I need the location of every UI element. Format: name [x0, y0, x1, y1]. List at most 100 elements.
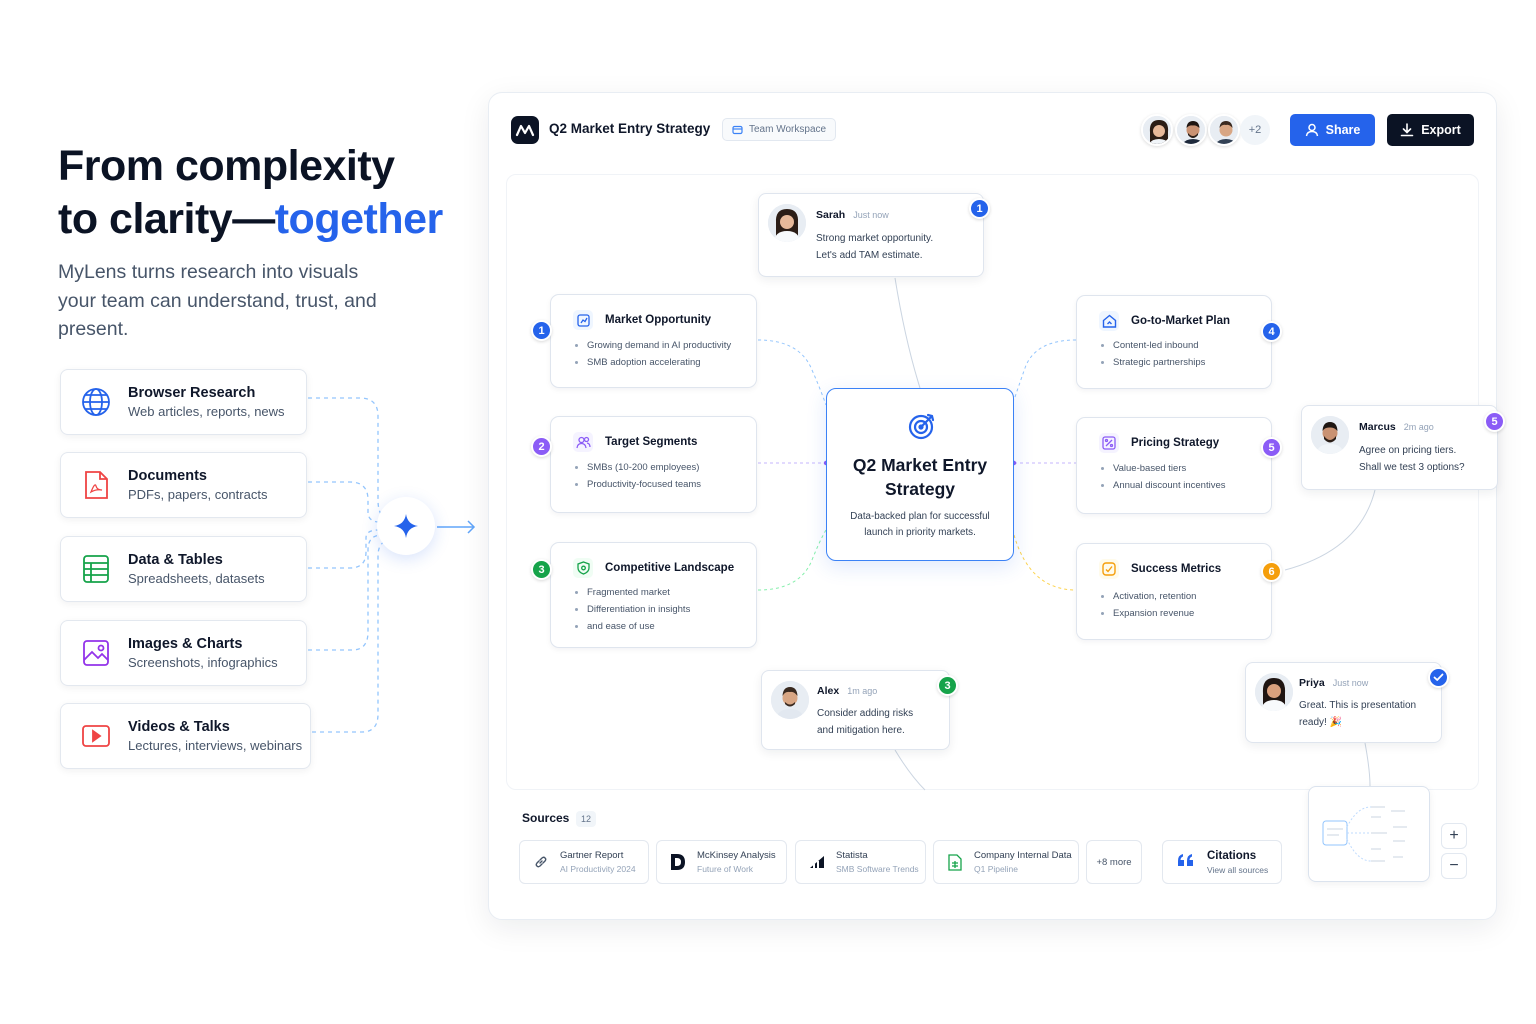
sparkle-icon [394, 514, 418, 538]
node-title: Pricing Strategy [1131, 437, 1220, 449]
download-icon [1400, 123, 1414, 137]
node-success-metrics[interactable]: Success Metrics Activation, retention Ex… [1076, 543, 1272, 640]
source-type-title: Videos & Talks [128, 719, 230, 735]
image-icon [81, 638, 111, 668]
node-bullet: Content-led inbound [1101, 337, 1205, 354]
comment-text: Agree on pricing tiers.Shall we test 3 o… [1359, 445, 1465, 473]
export-button[interactable]: Export [1387, 114, 1474, 146]
users-icon [573, 432, 593, 452]
spreadsheet-icon [81, 554, 111, 584]
node-bullet: Annual discount incentives [1101, 477, 1226, 494]
node-bullet-continued: and ease of use [575, 618, 690, 635]
zoom-in-button[interactable]: + [1441, 823, 1467, 849]
sources-count: 12 [576, 811, 596, 827]
avatar-marcus [1311, 416, 1349, 454]
node-bullets: SMBs (10-200 employees) Productivity-foc… [575, 459, 701, 493]
avatar-priya [1255, 673, 1293, 711]
mckinsey-logo-icon [667, 851, 689, 873]
user-icon [1305, 123, 1318, 137]
center-node-desc: Data-backed plan for successful launch i… [850, 511, 990, 538]
source-internal-data[interactable]: Company Internal Data Q1 Pipeline [933, 840, 1079, 884]
more-sources-button[interactable]: +8 more [1086, 840, 1142, 884]
avatar-member-3[interactable] [1208, 114, 1240, 146]
node-title: Go-to-Market Plan [1131, 315, 1231, 327]
node-go-to-market[interactable]: Go-to-Market Plan Content-led inbound St… [1076, 295, 1272, 389]
hero-title-line1: From complexity [58, 142, 395, 190]
node-badge-2: 2 [531, 436, 552, 457]
comment-badge-1: 1 [969, 198, 990, 219]
doc-title[interactable]: Q2 Market Entry Strategy [549, 121, 711, 136]
node-bullet: SMB adoption accelerating [575, 354, 731, 371]
shield-icon [573, 558, 593, 578]
node-bullets: Fragmented market Differentiation in ins… [575, 584, 690, 635]
node-bullet: Growing demand in AI productivity [575, 337, 731, 354]
workspace-label: Team Workspace [749, 124, 827, 135]
source-sub: Future of Work [697, 864, 754, 874]
video-icon [81, 721, 111, 751]
citations-title: Citations [1207, 849, 1257, 862]
workspace-chip[interactable]: Team Workspace [722, 118, 837, 141]
node-pricing-strategy[interactable]: Pricing Strategy Value-based tiers Annua… [1076, 417, 1272, 514]
node-bullets: Growing demand in AI productivity SMB ad… [575, 337, 731, 371]
comment-text: Strong market opportunity.Let's add TAM … [816, 233, 934, 261]
citations-sub: View all sources [1207, 864, 1269, 875]
sheet-file-icon [944, 851, 966, 873]
node-competitive-landscape[interactable]: Competitive Landscape Fragmented market … [550, 542, 757, 648]
node-badge-6: 6 [1261, 561, 1282, 582]
comment-badge-5: 5 [1484, 411, 1505, 432]
avatar-member-1[interactable] [1141, 114, 1173, 146]
node-bullets: Value-based tiers Annual discount incent… [1101, 460, 1226, 494]
source-sub: Q1 Pipeline [974, 864, 1018, 874]
node-title: Target Segments [605, 436, 698, 448]
node-bullet: Activation, retention [1101, 588, 1196, 605]
minimap-preview [1322, 806, 1407, 862]
node-badge-5: 5 [1261, 437, 1282, 458]
resolved-check-badge[interactable] [1428, 667, 1449, 688]
share-button[interactable]: Share [1290, 114, 1375, 146]
source-title: McKinsey Analysis [697, 850, 776, 861]
node-bullet: Differentiation in insights [575, 601, 690, 618]
source-type-title: Images & Charts [128, 636, 243, 652]
avatar-sarah [768, 204, 806, 242]
avatar-member-2[interactable] [1175, 114, 1207, 146]
check-icon [1433, 673, 1444, 681]
export-label: Export [1421, 123, 1461, 137]
zoom-out-button[interactable]: − [1441, 853, 1467, 879]
extra-members-count[interactable]: +2 [1240, 115, 1270, 145]
source-type-desc: PDFs, papers, contracts [128, 487, 268, 502]
hero-title-prefix: to clarity— [58, 195, 275, 243]
node-market-opportunity[interactable]: Market Opportunity Growing demand in AI … [550, 294, 757, 388]
globe-icon [81, 387, 111, 417]
home-icon [1099, 311, 1119, 331]
ai-sparkle-button[interactable] [377, 497, 435, 555]
node-target-segments[interactable]: Target Segments SMBs (10-200 employees) … [550, 416, 757, 513]
source-type-desc: Web articles, reports, news [128, 404, 285, 419]
sources-label: Sources [522, 811, 570, 825]
center-node[interactable]: Q2 Market Entry Strategy Data-backed pla… [826, 388, 1014, 561]
source-title: Company Internal Data [974, 850, 1072, 861]
node-badge-4: 4 [1261, 321, 1282, 342]
chart-doc-icon [573, 310, 593, 330]
node-badge-1: 1 [531, 320, 552, 341]
pdf-icon [81, 470, 111, 500]
source-title: Statista [836, 850, 868, 861]
folder-icon [732, 125, 743, 134]
mylens-logo[interactable] [511, 116, 539, 144]
source-type-desc: Spreadsheets, datasets [128, 571, 265, 586]
minimap[interactable] [1308, 786, 1430, 882]
